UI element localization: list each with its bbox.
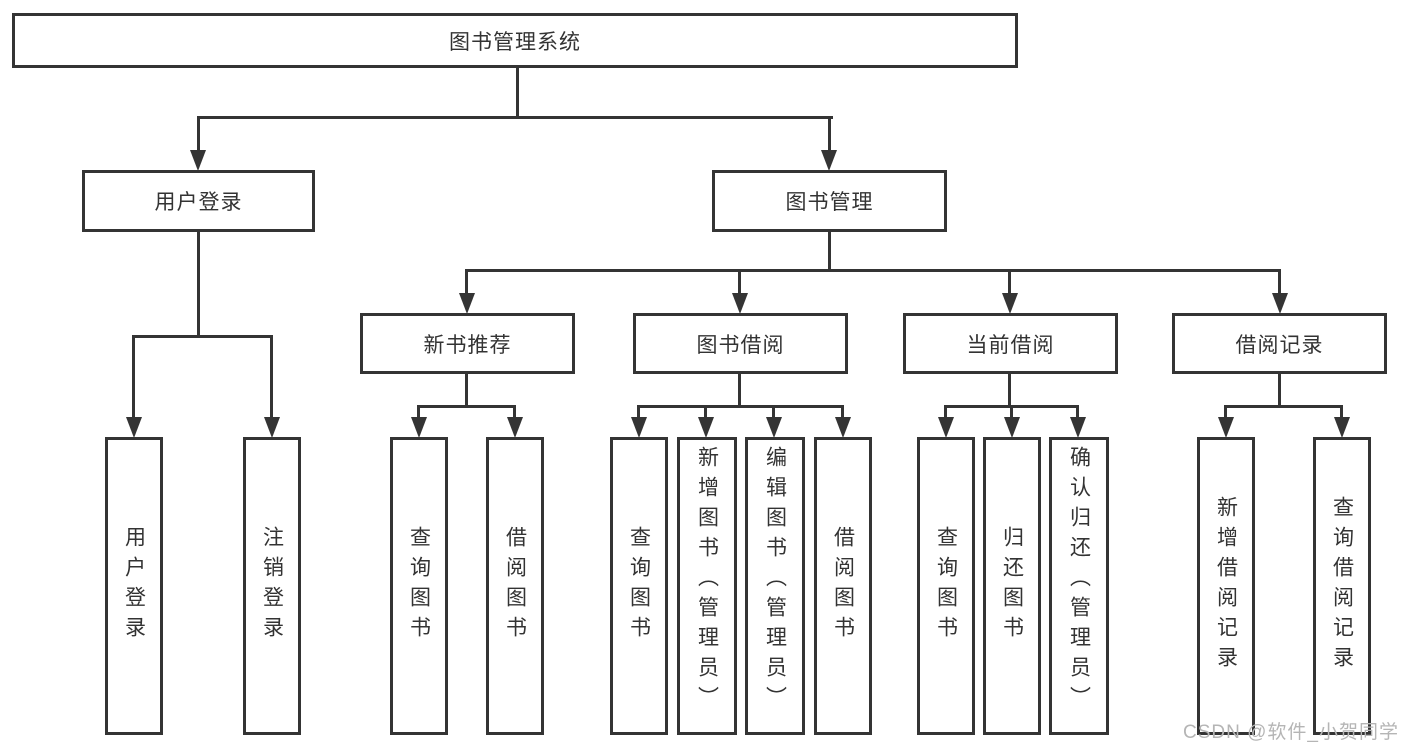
arrowhead-bb-add xyxy=(698,417,714,438)
leaf-cb-confirm-return-admin-label: 确认归还（管理员） xyxy=(1067,446,1091,716)
leaf-bb-edit-books-admin: 编辑图书（管理员） xyxy=(745,437,805,735)
leaf-bb-edit-books-admin-label: 编辑图书（管理员） xyxy=(763,446,787,716)
node-current-borrowing-label: 当前借阅 xyxy=(966,333,1055,357)
arrowhead-logout-leaf xyxy=(264,417,280,438)
node-book-management-label: 图书管理 xyxy=(785,191,874,214)
leaf-br-add-record-label: 新增借阅记录 xyxy=(1214,496,1238,676)
leaf-logout: 注销登录 xyxy=(243,437,301,735)
connector-drop-bb-edit xyxy=(772,405,775,420)
connector-root-stem xyxy=(516,68,519,118)
leaf-logout-label: 注销登录 xyxy=(260,526,284,646)
connector-drop-cb-confirm xyxy=(1076,405,1079,420)
node-library-management-system-label: 图书管理系统 xyxy=(449,30,581,54)
connector-drop-logout-leaf xyxy=(270,335,273,420)
leaf-cb-query-books-label: 查询图书 xyxy=(934,526,958,646)
node-book-management: 图书管理 xyxy=(712,170,947,232)
connector-drop-current-borrowing xyxy=(1008,269,1011,296)
node-new-book-recommend: 新书推荐 xyxy=(360,313,575,374)
leaf-nb-borrow-books: 借阅图书 xyxy=(486,437,544,735)
arrowhead-nb-query xyxy=(411,417,427,438)
leaf-cb-confirm-return-admin: 确认归还（管理员） xyxy=(1049,437,1109,735)
connector-drop-bb-add xyxy=(704,405,707,420)
node-new-book-recommend-label: 新书推荐 xyxy=(423,333,512,357)
connector-bb-bus xyxy=(637,405,844,408)
leaf-cb-query-books: 查询图书 xyxy=(917,437,975,735)
connector-drop-user-login-leaf xyxy=(132,335,135,420)
leaf-nb-query-books: 查询图书 xyxy=(390,437,448,735)
connector-br-bus xyxy=(1224,405,1343,408)
connector-drop-book-borrowing xyxy=(738,269,741,296)
connector-level2-bus xyxy=(197,116,833,119)
connector-drop-br-add xyxy=(1224,405,1227,420)
leaf-br-query-record: 查询借阅记录 xyxy=(1313,437,1371,735)
connector-drop-cb-query xyxy=(944,405,947,420)
connector-br-stem xyxy=(1278,374,1281,408)
leaf-bb-query-books: 查询图书 xyxy=(610,437,668,735)
connector-user-login-stem xyxy=(197,232,200,338)
node-borrowing-records: 借阅记录 xyxy=(1172,313,1387,374)
connector-cb-stem xyxy=(1008,374,1011,408)
arrowhead-book-management xyxy=(821,150,837,171)
arrowhead-borrowing-records xyxy=(1272,293,1288,314)
node-book-borrowing-label: 图书借阅 xyxy=(696,333,785,357)
arrowhead-new-book-recommend xyxy=(459,293,475,314)
arrowhead-current-borrowing xyxy=(1002,293,1018,314)
leaf-bb-query-books-label: 查询图书 xyxy=(627,526,651,646)
arrowhead-cb-return xyxy=(1004,417,1020,438)
leaf-user-login-label: 用户登录 xyxy=(122,526,146,646)
node-current-borrowing: 当前借阅 xyxy=(903,313,1118,374)
node-user-login: 用户登录 xyxy=(82,170,315,232)
leaf-user-login: 用户登录 xyxy=(105,437,163,735)
csdn-watermark: CSDN @软件_小贺同学 xyxy=(1183,722,1399,743)
connector-drop-br-query xyxy=(1340,405,1343,420)
connector-drop-user-login xyxy=(197,116,200,153)
arrowhead-cb-query xyxy=(938,417,954,438)
connector-drop-book-management xyxy=(828,116,831,153)
arrowhead-br-add xyxy=(1218,417,1234,438)
leaf-bb-borrow-books-label: 借阅图书 xyxy=(831,526,855,646)
arrowhead-bb-edit xyxy=(766,417,782,438)
leaf-br-query-record-label: 查询借阅记录 xyxy=(1330,496,1354,676)
node-user-login-label: 用户登录 xyxy=(154,191,243,214)
connector-drop-bb-borrow xyxy=(841,405,844,420)
arrowhead-br-query xyxy=(1334,417,1350,438)
node-book-borrowing: 图书借阅 xyxy=(633,313,848,374)
arrowhead-bb-query xyxy=(631,417,647,438)
leaf-nb-borrow-books-label: 借阅图书 xyxy=(503,526,527,646)
arrowhead-cb-confirm xyxy=(1070,417,1086,438)
connector-bb-stem xyxy=(738,374,741,408)
leaf-bb-add-books-admin: 新增图书（管理员） xyxy=(677,437,737,735)
node-borrowing-records-label: 借阅记录 xyxy=(1235,333,1324,357)
connector-level3-bus xyxy=(465,269,1281,272)
node-library-management-system: 图书管理系统 xyxy=(12,13,1018,68)
arrowhead-nb-borrow xyxy=(507,417,523,438)
connector-drop-nb-borrow xyxy=(513,405,516,420)
connector-drop-cb-return xyxy=(1010,405,1013,420)
connector-drop-nb-query xyxy=(417,405,420,420)
leaf-bb-add-books-admin-label: 新增图书（管理员） xyxy=(695,446,719,716)
arrowhead-book-borrowing xyxy=(732,293,748,314)
leaf-br-add-record: 新增借阅记录 xyxy=(1197,437,1255,735)
leaf-cb-return-books: 归还图书 xyxy=(983,437,1041,735)
leaf-nb-query-books-label: 查询图书 xyxy=(407,526,431,646)
connector-drop-new-book-recommend xyxy=(465,269,468,296)
connector-book-management-stem xyxy=(828,232,831,272)
connector-drop-bb-query xyxy=(637,405,640,420)
arrowhead-bb-borrow xyxy=(835,417,851,438)
arrowhead-user-login xyxy=(190,150,206,171)
connector-nb-bus xyxy=(417,405,516,408)
connector-nb-stem xyxy=(465,374,468,408)
leaf-cb-return-books-label: 归还图书 xyxy=(1000,526,1024,646)
connector-drop-borrowing-records xyxy=(1278,269,1281,296)
arrowhead-user-login-leaf xyxy=(126,417,142,438)
leaf-bb-borrow-books: 借阅图书 xyxy=(814,437,872,735)
connector-user-login-bus xyxy=(132,335,273,338)
